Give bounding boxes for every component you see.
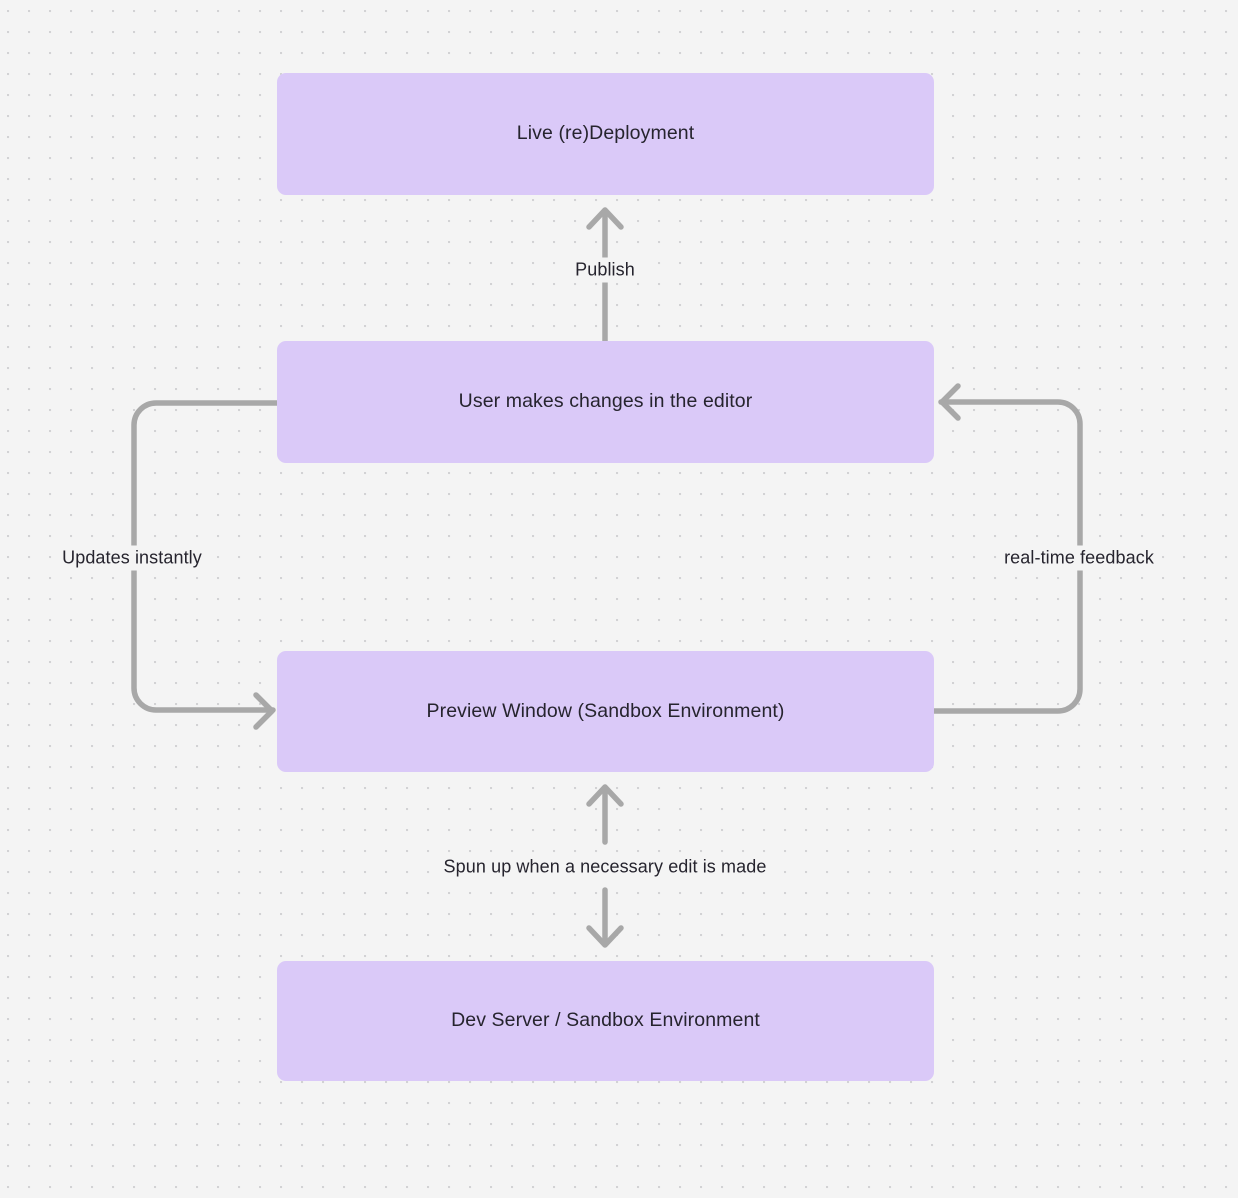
- node-live-deployment-label: Live (re)Deployment: [516, 122, 695, 145]
- node-dev-server-label: Dev Server / Sandbox Environment: [451, 1009, 760, 1032]
- node-preview-window[interactable]: Preview Window (Sandbox Environment): [277, 651, 934, 772]
- edge-updates-arrowhead: [253, 692, 275, 730]
- edge-label-real-time-feedback: real-time feedback: [998, 545, 1160, 571]
- edge-label-publish: Publish: [569, 257, 641, 283]
- edge-label-updates-instantly: Updates instantly: [56, 545, 208, 571]
- node-live-deployment[interactable]: Live (re)Deployment: [277, 73, 934, 195]
- node-user-makes-changes-label: User makes changes in the editor: [458, 390, 753, 413]
- node-dev-server[interactable]: Dev Server / Sandbox Environment: [277, 961, 934, 1081]
- node-preview-window-label: Preview Window (Sandbox Environment): [426, 699, 785, 722]
- edge-spun-arrowhead-up: [586, 784, 624, 807]
- node-user-makes-changes[interactable]: User makes changes in the editor: [277, 341, 934, 463]
- edge-realtime-arrowhead: [939, 383, 961, 421]
- edge-publish-arrowhead: [586, 207, 624, 230]
- edge-label-spun-up: Spun up when a necessary edit is made: [437, 854, 773, 880]
- edge-spun-arrowhead-down: [586, 925, 624, 948]
